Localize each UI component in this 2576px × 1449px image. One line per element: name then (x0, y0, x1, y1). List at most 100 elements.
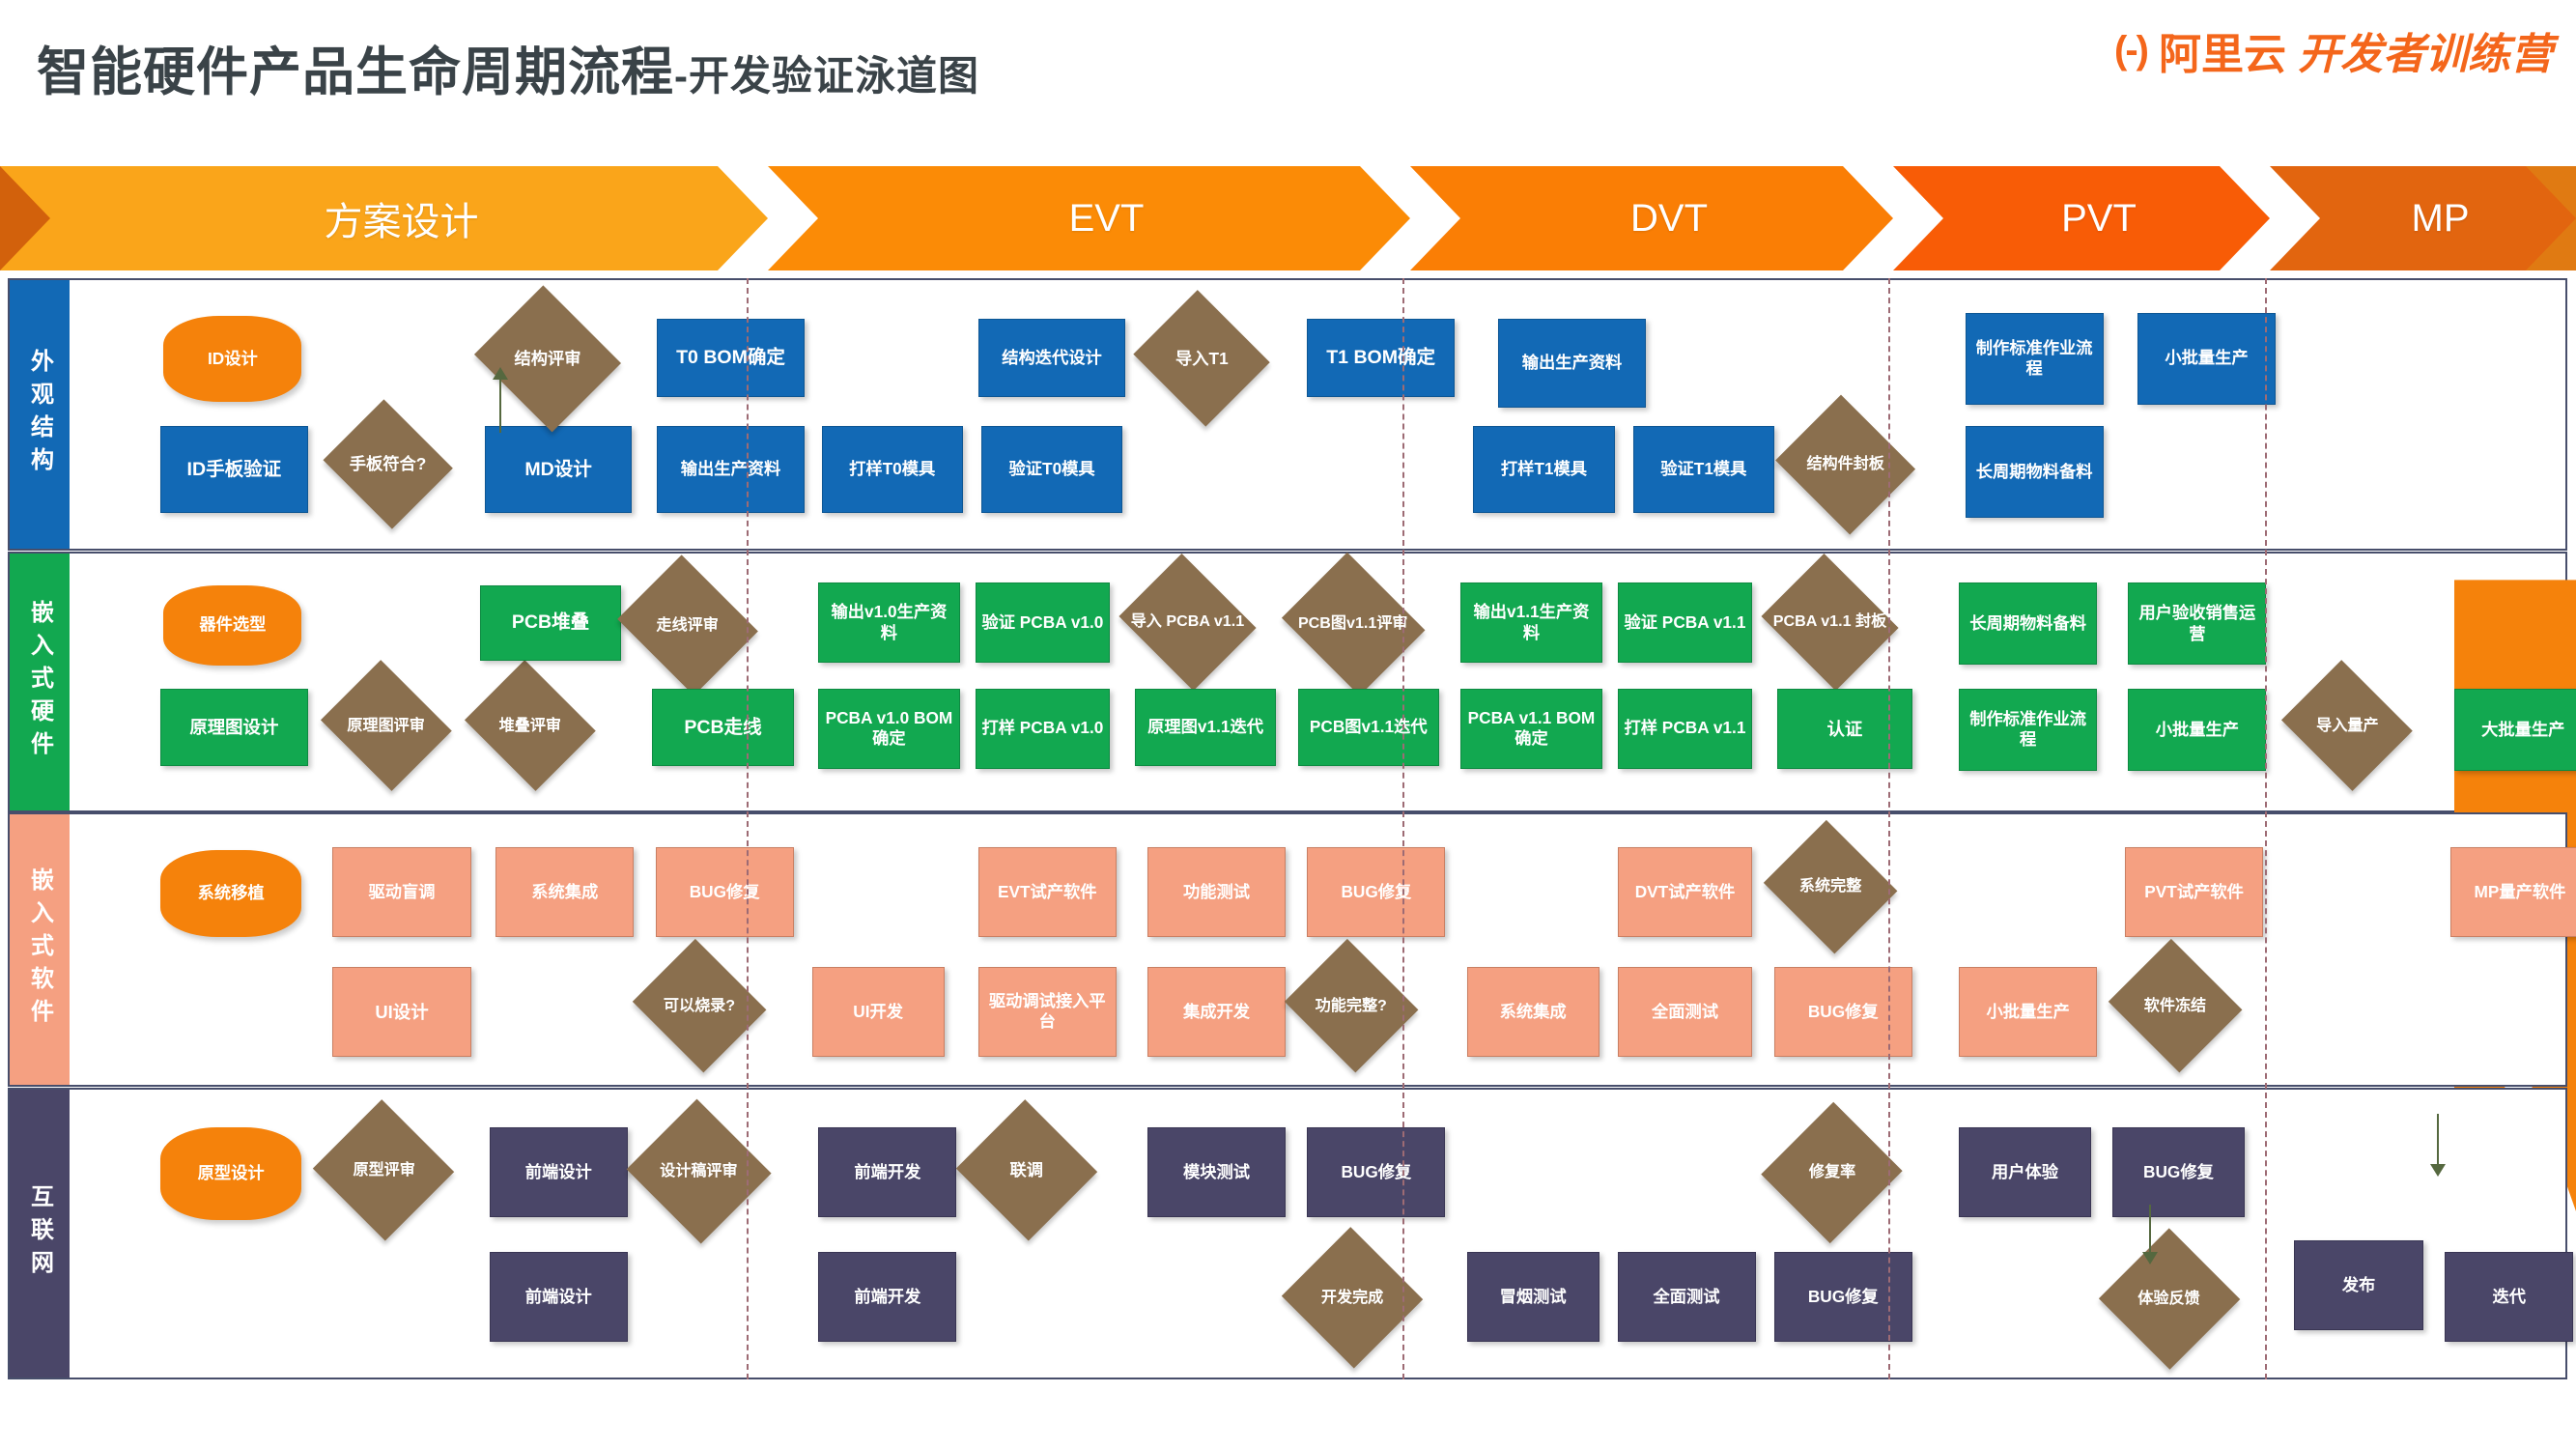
process-node[interactable]: 前端设计 (489, 1252, 628, 1343)
process-node[interactable]: 验证 PCBA v1.1 (1617, 582, 1753, 663)
phase-chevron-PVT[interactable]: PVT (1893, 166, 2270, 270)
decision-node[interactable]: 体验反馈 (2098, 1228, 2240, 1370)
decision-node[interactable]: 联调 (955, 1099, 1097, 1241)
process-node[interactable]: 迭代 (2444, 1252, 2574, 1343)
decision-node[interactable]: 原型评审 (313, 1099, 455, 1241)
node-label: 开发完成 (1320, 1288, 1384, 1306)
process-node[interactable]: 小批量生产 (1959, 967, 2098, 1057)
process-node[interactable]: UI设计 (332, 967, 471, 1057)
process-node[interactable]: BUG修复 (1307, 847, 1446, 937)
decision-node[interactable]: 导入T1 (1133, 290, 1271, 427)
process-node[interactable]: BUG修复 (1307, 1127, 1446, 1218)
process-node[interactable]: DVT试产软件 (1617, 847, 1753, 937)
decision-node[interactable]: 原理图评审 (320, 660, 452, 791)
process-node[interactable]: 系统集成 (495, 847, 635, 937)
process-node[interactable]: MD设计 (484, 426, 633, 513)
page-title: 智能硬件产品生命周期流程-开发验证泳道图 (37, 29, 979, 105)
process-node[interactable]: 全面测试 (1617, 1252, 1756, 1343)
decision-node[interactable]: 走线评审 (616, 554, 758, 696)
process-node[interactable]: PCB图v1.1迭代 (1297, 688, 1439, 767)
process-node[interactable]: 用户验收销售运营 (2128, 582, 2267, 666)
process-node[interactable]: 集成开发 (1146, 967, 1286, 1057)
process-node[interactable]: BUG修复 (655, 847, 794, 937)
decision-node[interactable]: 结构评审 (473, 285, 622, 433)
decision-node[interactable]: 手板符合? (323, 399, 453, 529)
phase-divider-2 (1402, 278, 1404, 1379)
process-node[interactable]: 小批量生产 (2137, 312, 2277, 405)
process-node[interactable]: 全面测试 (1617, 967, 1753, 1057)
brand-logo: (-) 阿里云 开发者训练营 (2114, 19, 2553, 81)
start-node[interactable]: 系统移植 (160, 849, 302, 937)
process-node[interactable]: 认证 (1776, 688, 1912, 769)
process-node[interactable]: PCB走线 (652, 688, 794, 767)
process-node[interactable]: PCBA v1.1 BOM确定 (1460, 688, 1602, 769)
process-node[interactable]: 模块测试 (1146, 1127, 1286, 1218)
decision-node[interactable]: PCB图v1.1评审 (1281, 552, 1426, 696)
process-node[interactable]: ID手板验证 (160, 426, 308, 513)
process-node[interactable]: 用户体验 (1959, 1127, 2091, 1218)
process-node[interactable]: 冒烟测试 (1466, 1252, 1599, 1343)
process-node[interactable]: 验证T1模具 (1632, 426, 1774, 513)
process-node[interactable]: 系统集成 (1466, 967, 1599, 1057)
phase-chevron-EVT[interactable]: EVT (768, 166, 1410, 270)
decision-node[interactable]: PCBA v1.1 封板 (1761, 553, 1899, 691)
decision-node[interactable]: 修复率 (1761, 1101, 1904, 1244)
decision-node[interactable]: 设计稿评审 (626, 1098, 772, 1244)
start-node[interactable]: ID设计 (163, 315, 302, 403)
process-node[interactable]: 打样 PCBA v1.1 (1617, 688, 1753, 769)
process-node[interactable]: 长周期物料备料 (1959, 582, 2098, 666)
decision-node[interactable]: 堆叠评审 (465, 660, 596, 791)
decision-node[interactable]: 结构件封板 (1775, 394, 1916, 535)
process-node[interactable]: 打样 PCBA v1.0 (975, 688, 1111, 769)
process-node[interactable]: 输出生产资料 (657, 426, 805, 513)
node-label: 手板符合? (349, 454, 427, 474)
decision-node[interactable]: 开发完成 (1281, 1227, 1424, 1369)
decision-node[interactable]: 导入量产 (2281, 660, 2414, 791)
process-node[interactable]: 结构迭代设计 (977, 318, 1126, 398)
process-node[interactable]: 输出v1.0生产资料 (818, 582, 960, 663)
process-node[interactable]: T0 BOM确定 (657, 318, 805, 398)
process-node[interactable]: 原理图v1.1迭代 (1134, 688, 1277, 767)
process-node[interactable]: 输出生产资料 (1498, 318, 1646, 408)
decision-node[interactable]: 功能完整? (1284, 939, 1419, 1073)
process-node[interactable]: 发布 (2294, 1240, 2423, 1331)
decision-node[interactable]: 可以烧录? (632, 939, 767, 1073)
decision-node[interactable]: 系统完整 (1763, 819, 1898, 954)
process-node[interactable]: PCBA v1.0 BOM确定 (818, 688, 960, 769)
process-node[interactable]: 小批量生产 (2128, 688, 2267, 772)
process-node[interactable]: 输出v1.1生产资料 (1460, 582, 1602, 663)
process-node[interactable]: 打样T0模具 (821, 426, 963, 513)
process-node[interactable]: MP量产软件 (2450, 847, 2576, 937)
process-node[interactable]: 前端开发 (818, 1127, 957, 1218)
process-node[interactable]: PCB堆叠 (479, 584, 622, 661)
decision-node[interactable]: 软件冻结 (2108, 939, 2243, 1073)
process-node[interactable]: T1 BOM确定 (1307, 318, 1455, 398)
start-node[interactable]: 器件选型 (163, 584, 302, 666)
process-node[interactable]: 大批量生产 (2453, 688, 2576, 772)
phase-chevron-DVT[interactable]: DVT (1410, 166, 1893, 270)
process-node[interactable]: 验证 PCBA v1.0 (975, 582, 1111, 663)
process-node[interactable]: BUG修复 (2112, 1127, 2245, 1218)
process-node[interactable]: PVT试产软件 (2125, 847, 2264, 937)
start-node[interactable]: 原型设计 (160, 1127, 302, 1220)
phase-chevron-MP[interactable]: MP (2270, 166, 2576, 270)
process-node[interactable]: UI开发 (811, 967, 945, 1057)
process-node[interactable]: 驱动盲调 (332, 847, 471, 937)
process-node[interactable]: BUG修复 (1773, 967, 1912, 1057)
process-node[interactable]: 原理图设计 (160, 688, 308, 767)
process-node[interactable]: 制作标准作业流程 (1959, 688, 2098, 772)
process-node[interactable]: 驱动调试接入平台 (977, 967, 1117, 1057)
process-node[interactable]: 前端开发 (818, 1252, 957, 1343)
process-node[interactable]: 长周期物料备料 (1965, 426, 2104, 518)
process-node[interactable]: 前端设计 (489, 1127, 628, 1218)
process-node[interactable]: BUG修复 (1773, 1252, 1912, 1343)
phase-chevron-方案设计[interactable]: 方案设计 (0, 166, 768, 270)
process-node[interactable]: EVT试产软件 (977, 847, 1117, 937)
process-node[interactable]: 制作标准作业流程 (1965, 312, 2104, 405)
process-node[interactable]: 验证T0模具 (981, 426, 1123, 513)
process-node[interactable]: 功能测试 (1146, 847, 1286, 937)
process-node[interactable]: 打样T1模具 (1473, 426, 1615, 513)
decision-node[interactable]: 导入 PCBA v1.1 (1118, 553, 1257, 691)
